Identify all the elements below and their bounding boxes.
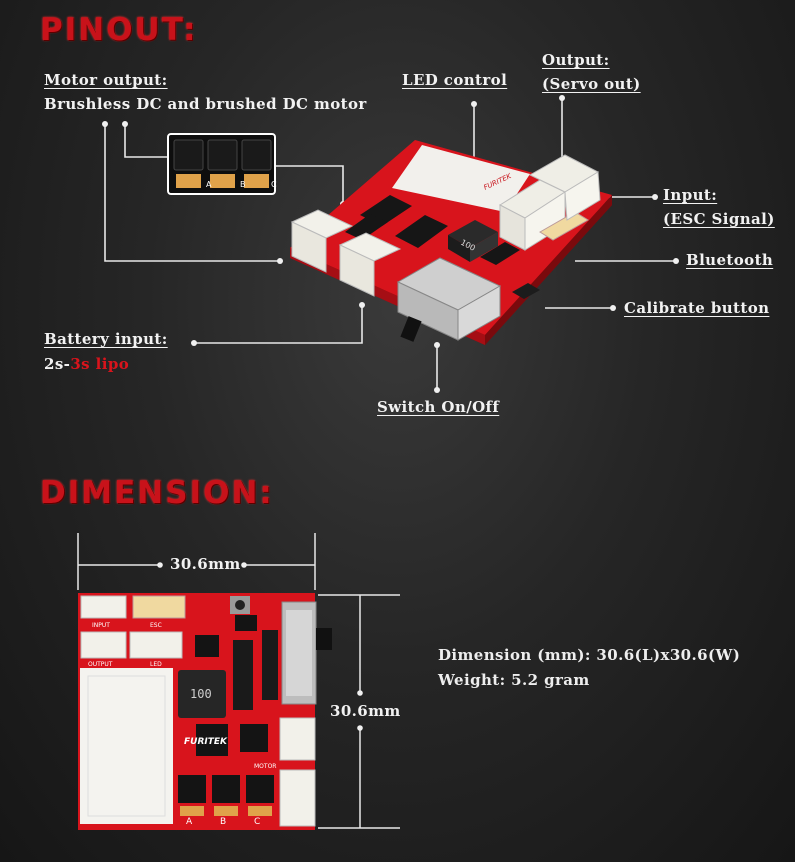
battery-highlight: 3s lipo [70, 355, 130, 373]
silk-motor: MOTOR [254, 763, 276, 770]
bluetooth-label: Bluetooth [686, 251, 774, 269]
inset-pad-c: C [271, 180, 277, 189]
spec-weight: Weight: 5.2 gram [438, 671, 590, 689]
top-pad-a: A [186, 817, 193, 827]
output-title: Output: [542, 51, 610, 69]
inset-pad-a: A [206, 180, 212, 189]
pcb-board-top [78, 593, 332, 830]
motor-output-title: Motor output: [44, 71, 168, 89]
pcb-board-3d [290, 140, 612, 345]
motor-mosfet-inset [167, 133, 276, 195]
top-pad-c: C [254, 817, 260, 827]
motor-output-desc: Brushless DC and brushed DC motor [44, 95, 367, 113]
inductor-marking-top: 100 [190, 687, 212, 701]
switch-label: Switch On/Off [377, 398, 500, 416]
calibrate-button-label: Calibrate button [624, 299, 770, 317]
pinout-diagram: A B C FURITEK [102, 95, 679, 393]
silk-input: INPUT [92, 622, 110, 629]
inset-pad-b: B [240, 180, 246, 189]
output-desc: (Servo out) [542, 75, 641, 93]
silk-esc: ESC [150, 622, 162, 629]
battery-prefix: 2s- [44, 355, 71, 373]
silk-led: LED [150, 661, 162, 668]
input-title: Input: [663, 186, 718, 204]
pinout-heading: PINOUT: [40, 12, 198, 48]
board-logo-top: FURITEK [184, 737, 228, 747]
dimension-heading: DIMENSION: [40, 475, 274, 511]
width-dimension-label: 30.6mm [170, 555, 241, 573]
battery-input-desc: 2s-3s lipo [44, 355, 129, 373]
input-desc: (ESC Signal) [663, 210, 775, 228]
height-dimension-label: 30.6mm [330, 702, 401, 720]
silk-output: OUTPUT [88, 661, 113, 668]
battery-input-title: Battery input: [44, 330, 168, 348]
spec-dimension: Dimension (mm): 30.6(L)x30.6(W) [438, 646, 741, 664]
top-pad-b: B [220, 817, 226, 827]
led-control-label: LED control [402, 71, 508, 89]
